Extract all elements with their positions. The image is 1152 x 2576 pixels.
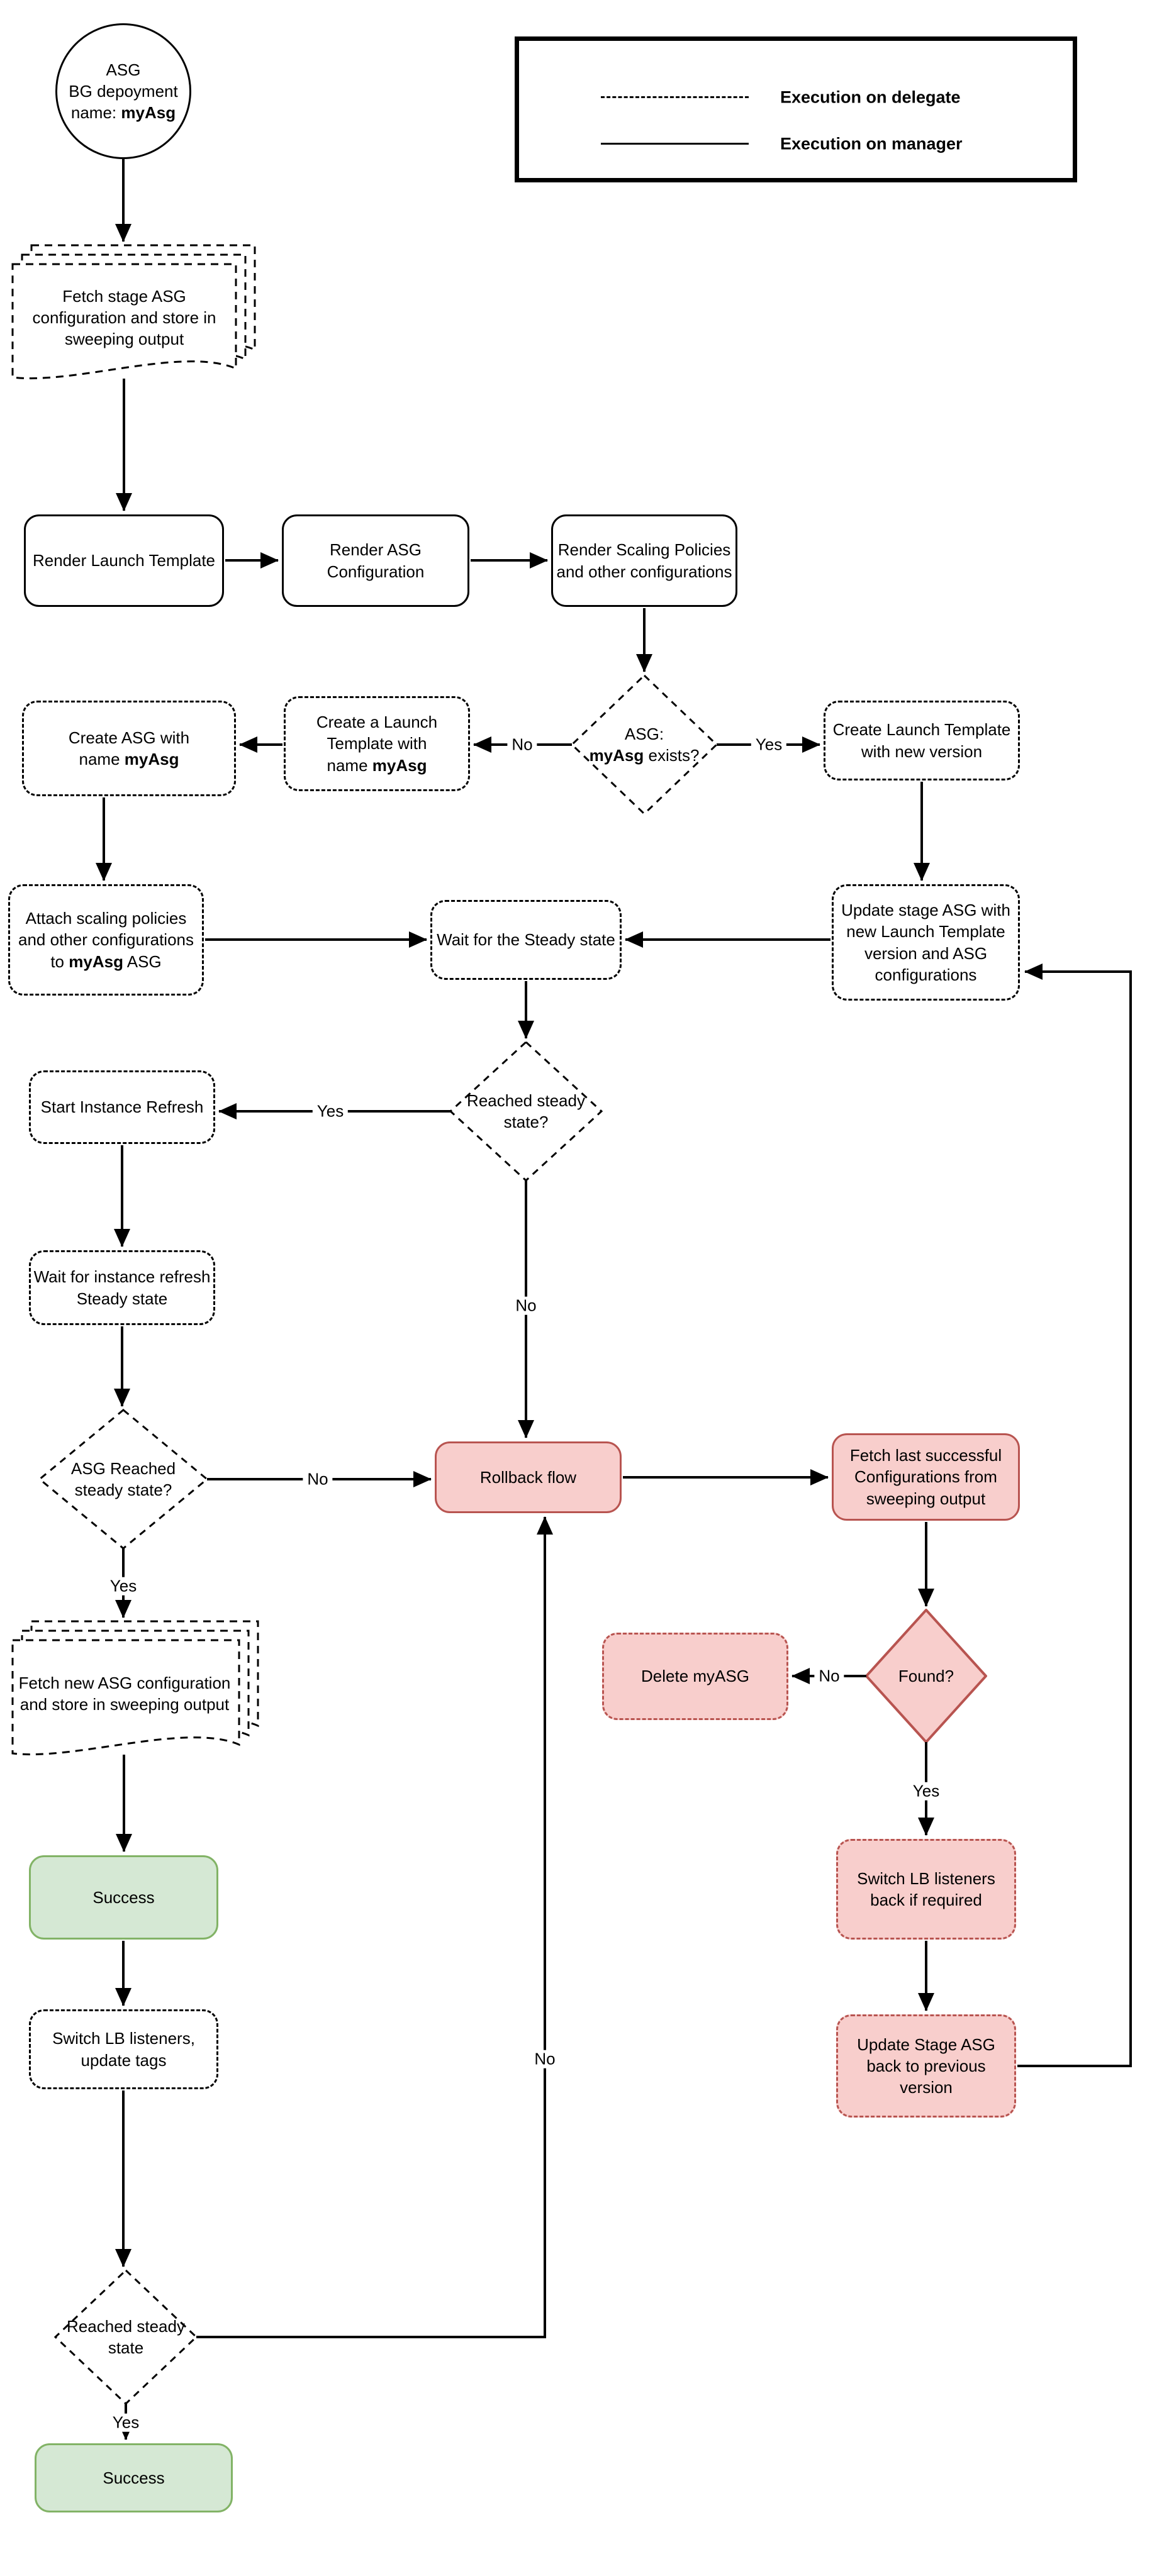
edge-reached-final-no bbox=[196, 1516, 553, 2338]
success-mid-node: Success bbox=[29, 1855, 218, 1940]
decision-reached-steady-label: Reached steady state? bbox=[467, 1091, 585, 1131]
switch-lb-listeners-tags-node: Switch LB listeners, update tags bbox=[29, 2009, 218, 2089]
edge-label-final-no: No bbox=[530, 2050, 560, 2068]
update-stage-asg-back-node: Update Stage ASG back to previous versio… bbox=[836, 2014, 1016, 2118]
edge-label-found-no: No bbox=[814, 1667, 844, 1685]
decision-asg-exists-shape bbox=[570, 674, 719, 816]
fetch-last-successful-node: Fetch last successful Configurations fro… bbox=[832, 1433, 1020, 1521]
render-asg-configuration-node: Render ASG Configuration bbox=[282, 514, 469, 607]
legend-dashed-line-sample bbox=[601, 96, 749, 98]
decision-asg-exists-label: ASG:myAsg exists? bbox=[589, 724, 700, 765]
wait-instance-refresh-node: Wait for instance refresh Steady state bbox=[29, 1250, 215, 1325]
switch-lb-listeners-back-node: Switch LB listeners back if required bbox=[836, 1839, 1016, 1940]
edge-update-back-feedback bbox=[1017, 963, 1132, 2067]
legend: Execution on delegate Execution on manag… bbox=[515, 36, 1077, 182]
render-scaling-policies-node: Render Scaling Policies and other config… bbox=[551, 514, 737, 607]
decision-reached-final-label: Reached steady state bbox=[67, 2316, 185, 2357]
legend-solid-line-sample bbox=[601, 143, 749, 145]
edge-label-final-yes: Yes bbox=[108, 2414, 144, 2432]
success-final-node: Success bbox=[35, 2443, 233, 2512]
update-stage-asg-node: Update stage ASG with new Launch Templat… bbox=[832, 884, 1020, 1001]
edge-label-asg-reached-yes: Yes bbox=[105, 1577, 142, 1596]
decision-asg-reached-label: ASG Reached steady state? bbox=[70, 1458, 176, 1499]
render-launch-template-node: Render Launch Template bbox=[24, 514, 224, 607]
edge-label-reached-steady-no: No bbox=[511, 1297, 541, 1315]
edge-label-reached-steady-yes: Yes bbox=[312, 1102, 349, 1121]
flow-edges bbox=[96, 159, 1132, 2440]
edge-label-asg-exists-yes: Yes bbox=[751, 736, 787, 754]
edge-label-found-yes: Yes bbox=[908, 1782, 944, 1801]
document-shape-fetch-new bbox=[11, 1620, 259, 1756]
fetch-new-config-node-label: Fetch new ASG configuration and store in… bbox=[18, 1673, 231, 1714]
start-instance-refresh-node: Start Instance Refresh bbox=[29, 1070, 215, 1144]
edge-label-asg-exists-no: No bbox=[507, 736, 537, 754]
create-launch-template-new-version-node: Create Launch Template with new version bbox=[824, 701, 1020, 780]
delete-myasg-node: Delete myASG bbox=[602, 1633, 788, 1720]
legend-label-manager: Execution on manager bbox=[780, 134, 963, 153]
decision-found-label: Found? bbox=[898, 1666, 954, 1685]
document-shape-fetch-stage bbox=[11, 244, 256, 380]
edge-label-asg-reached-no: No bbox=[303, 1470, 333, 1489]
wait-steady-state-node: Wait for the Steady state bbox=[430, 900, 622, 980]
legend-label-delegate: Execution on delegate bbox=[780, 87, 961, 107]
rollback-flow-node: Rollback flow bbox=[435, 1441, 622, 1513]
fetch-stage-config-node-label: Fetch stage ASG configuration and store … bbox=[32, 286, 216, 349]
